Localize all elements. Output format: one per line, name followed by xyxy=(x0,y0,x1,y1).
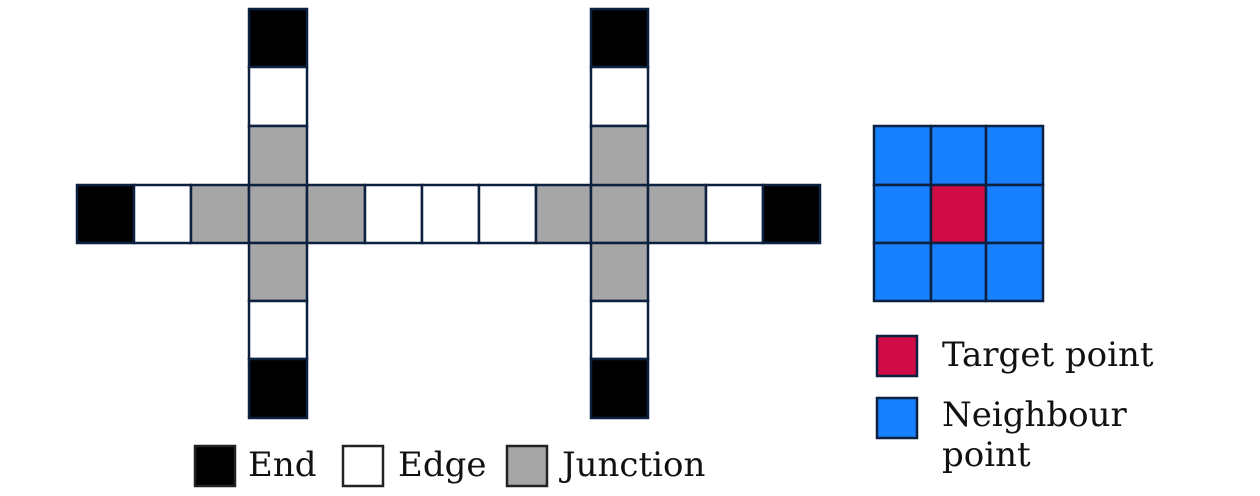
skeleton-cell-end xyxy=(589,357,650,420)
skeleton-cell-edge xyxy=(589,65,650,128)
legend-swatch-end xyxy=(193,444,237,488)
neighbour-point-cell xyxy=(984,241,1045,303)
skeleton-cell-junction xyxy=(247,183,309,245)
neighbourhood-grid xyxy=(872,124,1045,303)
skeleton-cell-edge xyxy=(589,299,650,361)
legend-swatch-neighbour xyxy=(875,396,919,440)
legend-label-edge: Edge xyxy=(398,445,486,485)
skeleton-legend: End Edge Junction xyxy=(193,444,705,488)
skeleton-grid xyxy=(75,7,822,420)
skeleton-cell-junction xyxy=(589,124,650,187)
legend-label-target: Target point xyxy=(942,335,1154,375)
skeleton-cell-edge xyxy=(477,183,538,245)
neighbour-point-cell xyxy=(872,241,933,303)
skeleton-cell-end xyxy=(247,7,309,69)
skeleton-cell-junction xyxy=(247,124,309,187)
target-point-cell xyxy=(929,183,988,245)
legend-swatch-target xyxy=(875,334,919,378)
skeleton-cell-edge xyxy=(363,183,424,245)
neighbour-point-cell xyxy=(984,183,1045,245)
skeleton-cell-junction xyxy=(646,183,708,245)
skeleton-cell-junction xyxy=(247,241,309,303)
skeleton-cell-junction xyxy=(589,241,650,303)
skeleton-cell-edge xyxy=(420,183,481,245)
neighbour-point-cell xyxy=(872,183,933,245)
legend-label-end: End xyxy=(248,445,316,485)
neighbour-point-cell xyxy=(929,124,988,187)
skeleton-cell-edge xyxy=(132,183,193,245)
skeleton-cell-junction xyxy=(589,183,650,245)
skeleton-cell-junction xyxy=(189,183,251,245)
skeleton-cell-end xyxy=(761,183,822,245)
neighbour-point-cell xyxy=(929,241,988,303)
skeleton-cell-end xyxy=(247,357,309,420)
skeleton-cell-edge xyxy=(247,299,309,361)
legend-label-junction: Junction xyxy=(559,445,705,485)
skeleton-cell-junction xyxy=(305,183,367,245)
skeleton-cell-edge xyxy=(247,65,309,128)
skeleton-cell-end xyxy=(75,183,136,245)
legend-label-neighbour-line1: Neighbour xyxy=(942,395,1128,435)
legend-swatch-junction xyxy=(505,444,549,488)
neighbour-point-cell xyxy=(984,124,1045,187)
neighbour-point-cell xyxy=(872,124,933,187)
legend-swatch-edge xyxy=(341,444,385,488)
legend-label-neighbour-line2: point xyxy=(942,435,1031,475)
skeleton-cell-junction xyxy=(534,183,593,245)
skeleton-cell-end xyxy=(589,7,650,69)
skeleton-cell-edge xyxy=(704,183,765,245)
neighbourhood-legend: Target point Neighbour point xyxy=(875,334,1154,475)
